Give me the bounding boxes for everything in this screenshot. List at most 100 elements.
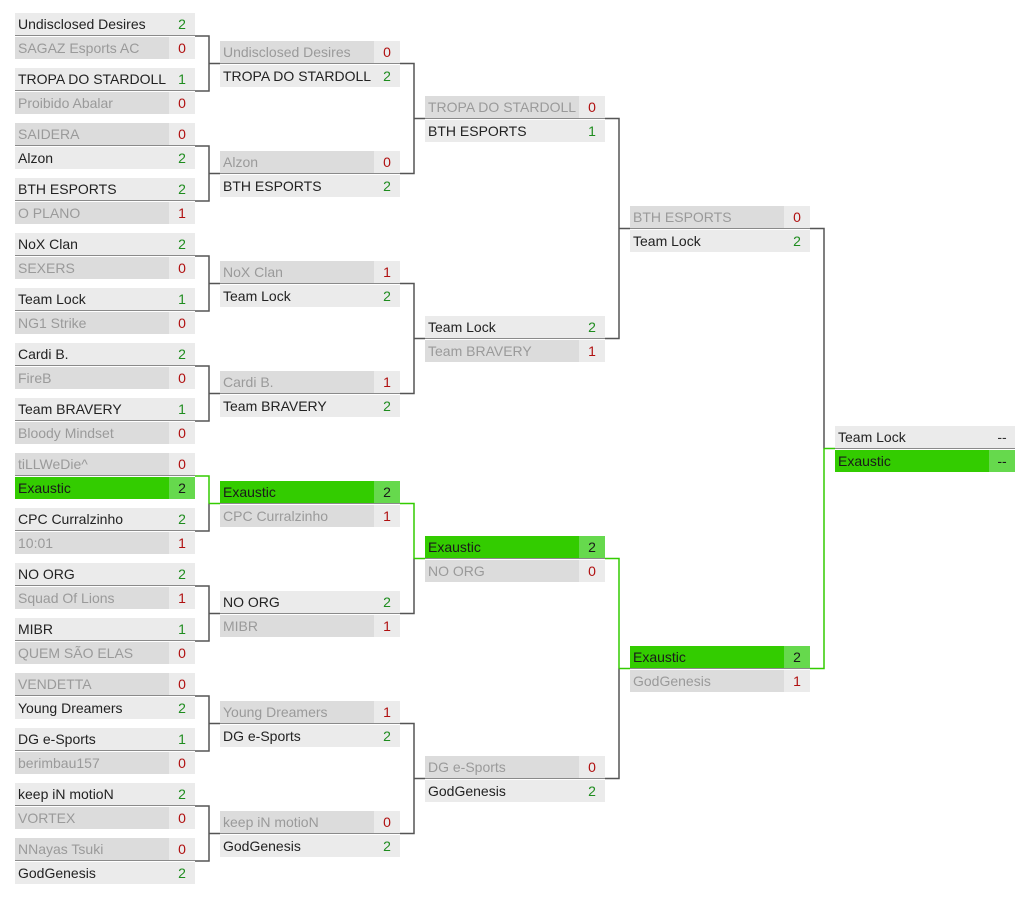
team-name: Bloody Mindset bbox=[15, 422, 169, 444]
team-score: 1 bbox=[374, 261, 400, 283]
team-name: Team BRAVERY bbox=[220, 395, 374, 417]
team-name: GodGenesis bbox=[220, 835, 374, 857]
team-score: 2 bbox=[169, 783, 195, 805]
team-name: Team BRAVERY bbox=[15, 398, 169, 420]
team-score: 0 bbox=[169, 257, 195, 279]
team-row[interactable]: tiLLWeDie^0 bbox=[15, 453, 195, 475]
team-name: NoX Clan bbox=[15, 233, 169, 255]
match-divider bbox=[220, 393, 400, 394]
team-score: 0 bbox=[169, 752, 195, 774]
match-divider bbox=[15, 310, 195, 311]
match-divider bbox=[220, 833, 400, 834]
connector-line bbox=[195, 585, 210, 614]
team-score: 2 bbox=[374, 591, 400, 613]
team-row[interactable]: Cardi B.1 bbox=[220, 371, 400, 393]
team-name: Team Lock bbox=[835, 426, 989, 448]
team-score: 2 bbox=[169, 13, 195, 35]
match-divider bbox=[220, 283, 400, 284]
team-row[interactable]: Exaustic-- bbox=[835, 450, 1015, 472]
connector-line bbox=[195, 63, 210, 92]
team-name: SAIDERA bbox=[15, 123, 169, 145]
team-name: Team Lock bbox=[630, 230, 784, 252]
team-name: SAGAZ Esports AC bbox=[15, 37, 169, 59]
connector-line bbox=[605, 668, 620, 780]
team-name: keep iN motioN bbox=[220, 811, 374, 833]
team-name: tiLLWeDie^ bbox=[15, 453, 169, 475]
match-divider bbox=[15, 145, 195, 146]
team-score: 2 bbox=[169, 343, 195, 365]
team-row[interactable]: Team Lock-- bbox=[835, 426, 1015, 448]
match-divider bbox=[15, 90, 195, 91]
team-name: Exaustic bbox=[220, 481, 374, 503]
team-name: Alzon bbox=[15, 147, 169, 169]
team-row[interactable]: Cardi B.2 bbox=[15, 343, 195, 365]
